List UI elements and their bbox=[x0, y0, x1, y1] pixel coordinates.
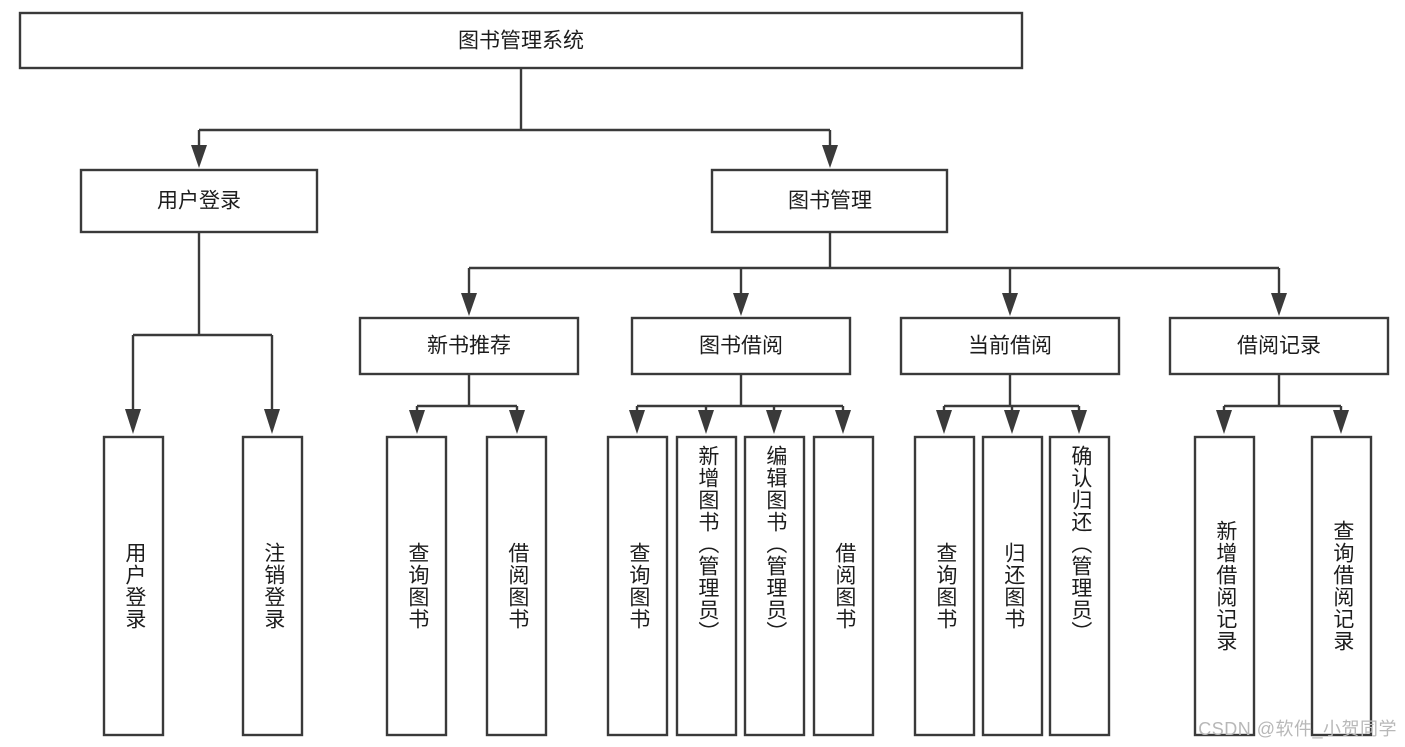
node-new-book-rec-box[interactable] bbox=[358, 316, 580, 376]
arrow-borrow-record bbox=[1271, 293, 1287, 316]
leaf-edit-book-box[interactable] bbox=[743, 435, 806, 737]
leaf-user-login-box[interactable] bbox=[102, 435, 165, 737]
csdn-watermark: CSDN @软件_小贺同学 bbox=[1198, 719, 1397, 739]
arrow-leaf-query-record bbox=[1333, 410, 1349, 434]
arrow-leaf-user-logout bbox=[264, 409, 280, 434]
node-root[interactable]: 图书管理系统 bbox=[18, 11, 1024, 70]
leaf-query-book-borrow-box[interactable] bbox=[606, 435, 669, 737]
arrow-current-borrow bbox=[1002, 293, 1018, 316]
node-current-borrow-label: 当前借阅 bbox=[968, 335, 1052, 358]
arrow-leaf-query-book-cur bbox=[936, 410, 952, 434]
node-current-borrow[interactable]: 当前借阅 bbox=[899, 316, 1121, 376]
connectors-borrow-record-to-leaves bbox=[1216, 374, 1349, 434]
node-borrow-record-label: 借阅记录 bbox=[1237, 335, 1321, 358]
arrow-leaf-add-book bbox=[698, 410, 714, 434]
arrow-book-borrow bbox=[733, 293, 749, 316]
arrow-leaf-edit-book bbox=[766, 410, 782, 434]
leaf-confirm-return-box[interactable] bbox=[1048, 435, 1111, 737]
leaf-query-book-cur-box[interactable] bbox=[913, 435, 976, 737]
connectors-new-book-rec-to-leaves bbox=[409, 374, 525, 434]
node-book-manage-box[interactable] bbox=[710, 168, 949, 234]
node-book-manage-label: 图书管理 bbox=[788, 190, 872, 213]
node-book-borrow-label: 图书借阅 bbox=[699, 335, 783, 358]
leaf-add-book-box[interactable] bbox=[675, 435, 738, 737]
node-current-borrow-box[interactable] bbox=[899, 316, 1121, 376]
connectors-current-borrow-to-leaves bbox=[936, 374, 1087, 434]
node-new-book-rec-label: 新书推荐 bbox=[427, 335, 511, 358]
leaf-borrow-book-box[interactable] bbox=[812, 435, 875, 737]
leaf-add-record-box[interactable] bbox=[1193, 435, 1256, 737]
arrow-leaf-borrow-book-rec bbox=[509, 410, 525, 434]
node-user-login-box[interactable] bbox=[79, 168, 319, 234]
arrow-leaf-add-record bbox=[1216, 410, 1232, 434]
node-new-book-rec[interactable]: 新书推荐 bbox=[358, 316, 580, 376]
node-book-borrow[interactable]: 图书借阅 bbox=[630, 316, 852, 376]
node-book-borrow-box[interactable] bbox=[630, 316, 852, 376]
leaf-return-book-box[interactable] bbox=[981, 435, 1044, 737]
node-root-box[interactable] bbox=[18, 11, 1024, 70]
arrow-new-book-rec bbox=[461, 293, 477, 316]
leaf-query-record-box[interactable] bbox=[1310, 435, 1373, 737]
arrow-leaf-query-book-borrow bbox=[629, 410, 645, 434]
node-borrow-record[interactable]: 借阅记录 bbox=[1168, 316, 1390, 376]
node-borrow-record-box[interactable] bbox=[1168, 316, 1390, 376]
node-book-manage[interactable]: 图书管理 bbox=[710, 168, 949, 234]
node-user-login[interactable]: 用户登录 bbox=[79, 168, 319, 234]
node-root-label: 图书管理系统 bbox=[458, 30, 584, 53]
connectors-book-manage-to-level2 bbox=[461, 232, 1287, 316]
leaf-user-logout-box[interactable] bbox=[241, 435, 304, 737]
arrow-leaf-borrow-book bbox=[835, 410, 851, 434]
arrow-book-manage bbox=[822, 145, 838, 168]
leaf-borrow-book-rec-box[interactable] bbox=[485, 435, 548, 737]
node-user-login-label: 用户登录 bbox=[157, 190, 241, 213]
leaf-query-book-rec-box[interactable] bbox=[385, 435, 448, 737]
arrow-leaf-confirm-return bbox=[1071, 410, 1087, 434]
connectors-root-to-level1 bbox=[191, 68, 838, 168]
connectors-user-login-to-leaves bbox=[125, 232, 280, 434]
arrow-leaf-user-login bbox=[125, 409, 141, 434]
arrow-user-login bbox=[191, 145, 207, 168]
leaf-boxes bbox=[102, 435, 1373, 737]
connectors-book-borrow-to-leaves bbox=[629, 374, 851, 434]
arrow-leaf-query-book-rec bbox=[409, 410, 425, 434]
arrow-leaf-return-book bbox=[1004, 410, 1020, 434]
